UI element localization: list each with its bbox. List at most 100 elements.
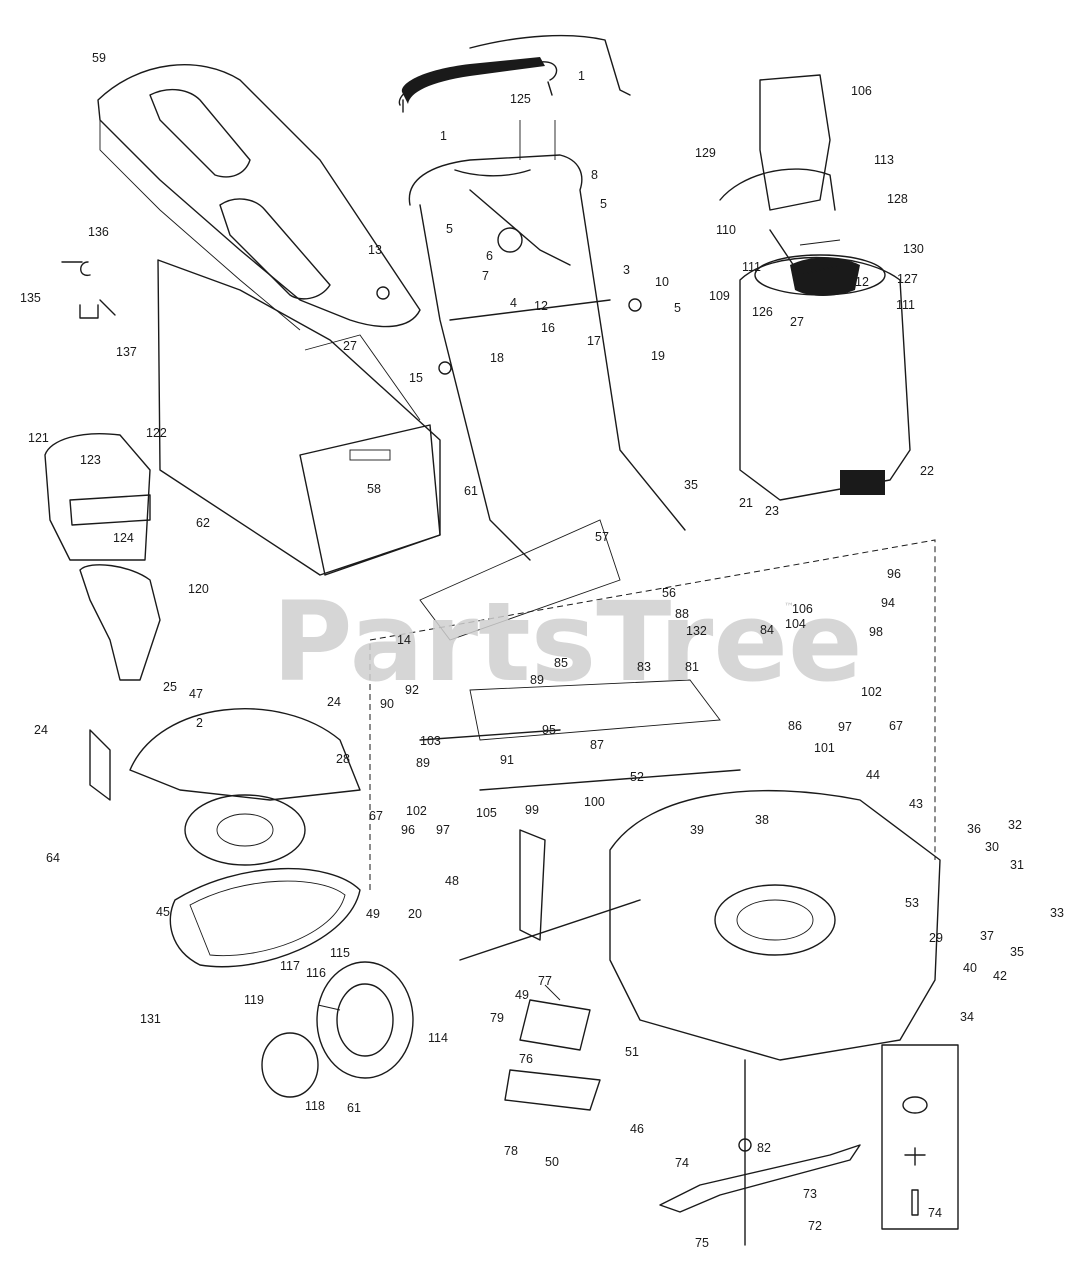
- part-callout-137: 137: [116, 345, 137, 359]
- part-callout-27-top: 27: [790, 315, 804, 329]
- part-callout-116: 116: [306, 966, 326, 980]
- part-callout-25: 25: [163, 680, 177, 694]
- part-callout-75: 75: [695, 1236, 709, 1250]
- wheel-drawing: [261, 961, 414, 1098]
- part-callout-119: 119: [244, 993, 264, 1007]
- part-callout-62: 62: [196, 516, 210, 530]
- part-callout-49b: 49: [515, 988, 529, 1002]
- part-callout-46: 46: [630, 1122, 644, 1136]
- part-callout-37: 37: [980, 929, 994, 943]
- part-callout-86: 86: [788, 719, 802, 733]
- part-callout-135: 135: [20, 291, 41, 305]
- part-callout-104: 104: [785, 617, 806, 631]
- part-callout-102b: 102: [406, 804, 427, 818]
- part-callout-38: 38: [755, 813, 769, 827]
- part-callout-97a: 97: [838, 720, 852, 734]
- part-callout-15: 15: [409, 371, 423, 385]
- part-callout-89b: 89: [416, 756, 430, 770]
- part-callout-48: 48: [445, 874, 459, 888]
- part-callout-7: 7: [482, 269, 489, 283]
- part-callout-96a: 96: [887, 567, 901, 581]
- part-callout-74: 74: [675, 1156, 689, 1170]
- part-callout-50: 50: [545, 1155, 559, 1169]
- part-callout-31: 31: [1010, 858, 1024, 872]
- part-callout-103: 103: [420, 734, 441, 748]
- part-callout-33: 33: [1050, 906, 1064, 920]
- part-callout-52: 52: [630, 770, 644, 784]
- part-callout-132: 132: [686, 624, 707, 638]
- part-callout-78: 78: [504, 1144, 518, 1158]
- part-callout-98: 98: [869, 625, 883, 639]
- part-callout-83: 83: [637, 660, 651, 674]
- part-callout-120: 120: [188, 582, 209, 596]
- part-callout-125: 125: [510, 92, 531, 106]
- part-callout-73: 73: [803, 1187, 817, 1201]
- part-callout-126: 126: [752, 305, 773, 319]
- part-callout-123: 123: [80, 453, 101, 467]
- part-callout-27-bag: 27: [343, 339, 357, 353]
- part-callout-56: 56: [662, 586, 676, 600]
- part-callout-8: 8: [591, 168, 598, 182]
- part-callout-94: 94: [881, 596, 895, 610]
- part-callout-19: 19: [651, 349, 665, 363]
- part-callout-111a: 111: [742, 260, 761, 274]
- grass-bag-drawing: [157, 259, 441, 576]
- part-callout-35b: 35: [1010, 945, 1024, 959]
- part-callout-6: 6: [486, 249, 493, 263]
- part-callout-106: 106: [792, 602, 813, 616]
- part-callout-20: 20: [408, 907, 422, 921]
- part-callout-14: 14: [397, 633, 411, 647]
- drive-housing-drawing: [89, 708, 361, 968]
- part-callout-121: 121: [28, 431, 49, 445]
- part-callout-18: 18: [490, 351, 504, 365]
- part-callout-5b: 5: [446, 222, 453, 236]
- part-callout-59-top: 59: [92, 51, 106, 65]
- part-callout-64: 64: [46, 851, 60, 865]
- part-callout-87: 87: [590, 738, 604, 752]
- part-callout-76: 76: [519, 1052, 533, 1066]
- part-callout-28: 28: [336, 752, 350, 766]
- part-callout-89a: 89: [530, 673, 544, 687]
- part-callout-2: 2: [196, 716, 203, 730]
- part-callout-115: 115: [330, 946, 350, 960]
- part-callout-29: 29: [929, 931, 943, 945]
- part-callout-49a: 49: [366, 907, 380, 921]
- part-callout-118: 118: [305, 1099, 325, 1113]
- part-callout-32: 32: [1008, 818, 1022, 832]
- part-callout-105: 105: [476, 806, 497, 820]
- part-callout-61-wheel: 61: [347, 1101, 361, 1115]
- part-callout-21: 21: [739, 496, 753, 510]
- part-callout-12: 12: [534, 299, 548, 313]
- part-callout-47: 47: [189, 687, 203, 701]
- part-callout-1a: 1: [578, 69, 585, 83]
- part-callout-4: 4: [510, 296, 517, 310]
- part-callout-92: 92: [405, 683, 419, 697]
- part-callout-136: 136: [88, 225, 109, 239]
- part-callout-40: 40: [963, 961, 977, 975]
- part-callout-91: 91: [500, 753, 514, 767]
- part-callout-61-bag: 61: [464, 484, 478, 498]
- grass-bag-top-drawing: [97, 64, 421, 331]
- throttle-control-drawing: [719, 74, 841, 276]
- handle-assembly-drawing: [398, 34, 686, 561]
- watermark-text: PartsTree: [272, 578, 863, 706]
- part-callout-128: 128: [887, 192, 908, 206]
- part-callout-122: 122: [146, 426, 167, 440]
- part-callout-82: 82: [757, 1141, 771, 1155]
- part-callout-51: 51: [625, 1045, 639, 1059]
- part-callout-67a: 67: [889, 719, 903, 733]
- part-callout-100: 100: [584, 795, 605, 809]
- part-callout-90: 90: [380, 697, 394, 711]
- part-callout-111b: 111: [896, 298, 915, 312]
- height-adjuster-drawing: [504, 984, 601, 1111]
- part-callout-72: 72: [808, 1219, 822, 1233]
- blade-hardware-inset: [881, 1044, 959, 1230]
- hardware-small-parts: [44, 261, 642, 681]
- part-callout-34: 34: [960, 1010, 974, 1024]
- part-callout-84: 84: [760, 623, 774, 637]
- part-callout-43: 43: [909, 797, 923, 811]
- part-callout-112: 112: [849, 275, 869, 289]
- part-callout-102a: 102: [861, 685, 882, 699]
- part-callout-57: 57: [595, 530, 609, 544]
